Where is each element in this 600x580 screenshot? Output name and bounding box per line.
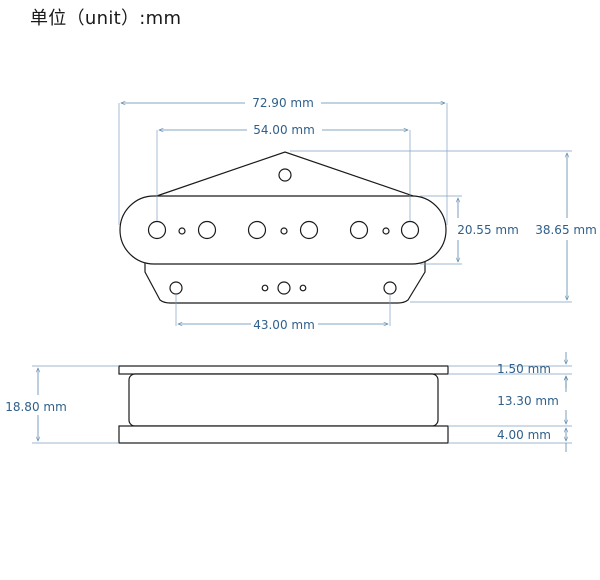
dim-bobbin-width: 20.55 mm — [420, 195, 519, 265]
base-plate — [118, 425, 449, 444]
pole-piece — [299, 220, 319, 240]
dim-base-plate-label: 4.00 mm — [497, 428, 551, 442]
small-hole — [280, 227, 288, 235]
mount-hole-right — [383, 281, 397, 295]
dim-overall-width-label: 72.90 mm — [252, 96, 314, 110]
dim-total-height-label: 18.80 mm — [5, 400, 67, 414]
pole-piece — [147, 220, 167, 240]
mount-hole-left — [169, 281, 183, 295]
dim-mount-span: 43.00 mm — [175, 294, 391, 332]
center-hole — [277, 281, 291, 295]
dim-overall-width: 72.90 mm — [118, 96, 448, 225]
pole-piece — [400, 220, 420, 240]
dim-mount-span-label: 43.00 mm — [253, 318, 315, 332]
pole-piece — [197, 220, 217, 240]
center-small-hole — [299, 284, 307, 292]
dim-top-flange-label: 1.50 mm — [497, 362, 551, 376]
dim-pole-span: 54.00 mm — [156, 123, 411, 221]
center-small-hole — [261, 284, 269, 292]
dim-bobbin-height-label: 13.30 mm — [497, 394, 559, 408]
dim-overall-depth: 38.65 mm — [290, 150, 597, 303]
dim-overall-depth-label: 38.65 mm — [535, 223, 597, 237]
top-view — [119, 151, 447, 304]
top-screw-hole — [278, 168, 292, 182]
top-flange — [118, 365, 449, 375]
pole-piece — [349, 220, 369, 240]
dim-side-right — [448, 352, 572, 452]
small-hole — [178, 227, 186, 235]
pole-piece — [247, 220, 267, 240]
small-hole — [382, 227, 390, 235]
unit-label: 单位（unit）:mm — [30, 8, 182, 29]
bobbin-body — [128, 373, 439, 427]
side-view — [118, 365, 449, 444]
dim-pole-span-label: 54.00 mm — [253, 123, 315, 137]
dim-total-height: 18.80 mm — [5, 365, 119, 444]
dim-bobbin-width-label: 20.55 mm — [457, 223, 519, 237]
